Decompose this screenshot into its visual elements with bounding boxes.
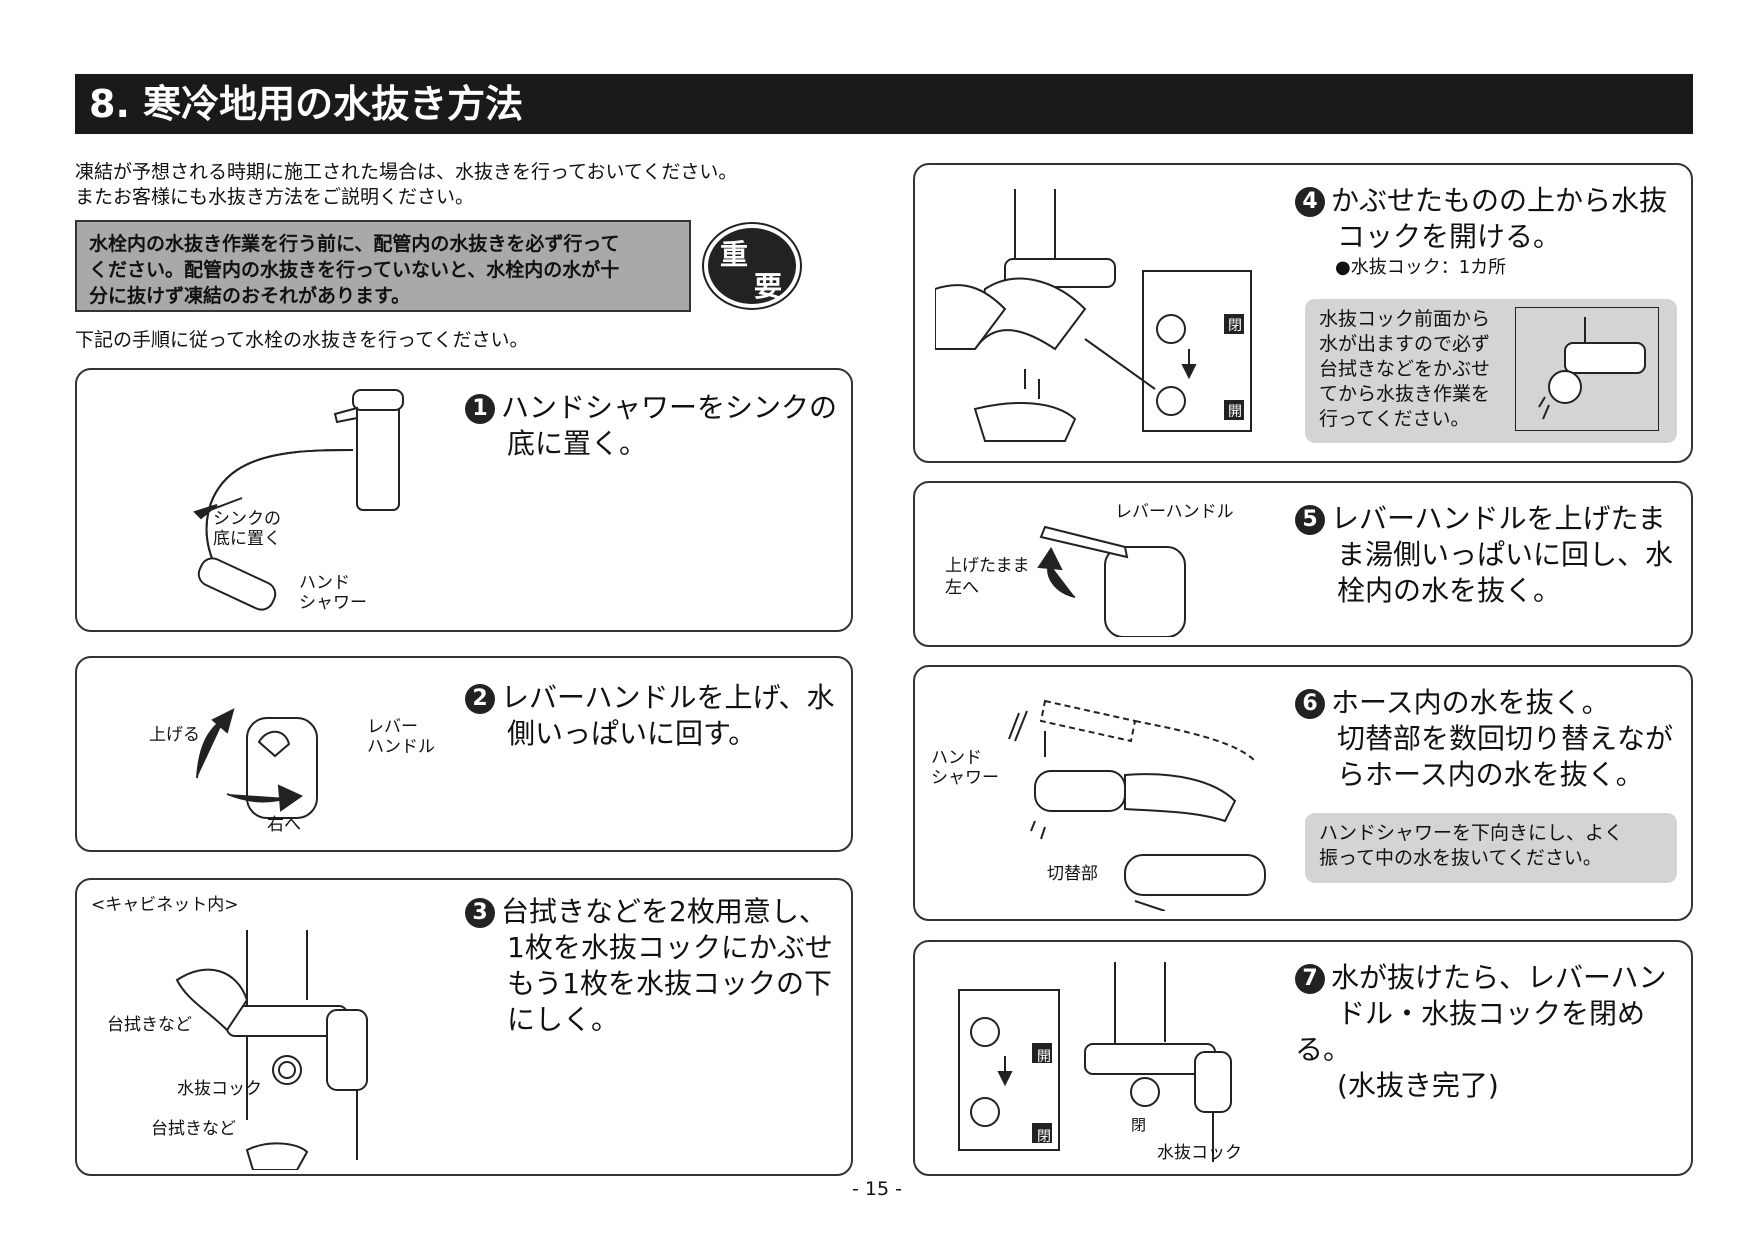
step-4-subnote: ●水抜コック：1カ所 (1335, 257, 1507, 278)
caption-cabinet: <キャビネット内> (91, 895, 239, 915)
note-line: 行ってください。 (1319, 408, 1470, 430)
step-line: 栓内の水を抜く。 (1337, 574, 1562, 607)
badge-char-bottom: 要 (754, 270, 782, 303)
caption-lever: ハンドル (367, 737, 435, 757)
step-line: かぶせたものの上から水抜 (1331, 184, 1668, 217)
intro-line: またお客様にも水抜き方法をご説明ください。 (75, 186, 475, 208)
page-number: - 15 - (852, 1178, 902, 1200)
step-line: らホース内の水を抜く。 (1337, 758, 1644, 791)
cock-close-illustration (958, 962, 1232, 1162)
caption-sink: 底に置く (213, 529, 281, 549)
warning-box: 水栓内の水抜き作業を行う前に、配管内の水抜きを必ず行って ください。配管内の水抜… (75, 220, 691, 312)
instruction-text: 下記の手順に従って水栓の水抜きを行ってください。 (75, 329, 529, 351)
step-number: 5 (1295, 505, 1325, 535)
step-number: 3 (465, 898, 495, 928)
open-label: 開 (1037, 1049, 1051, 1065)
step-number: 6 (1295, 689, 1325, 719)
step-number: 1 (465, 394, 495, 424)
lever-hot-illustration (1037, 525, 1186, 637)
caption-right: 右へ (267, 815, 301, 835)
step-line: ハンドシャワーをシンクの (501, 391, 838, 424)
note-line: 水が出ますので必ず (1319, 333, 1491, 355)
cock-water-illustration (1515, 307, 1659, 431)
warning-line: 水栓内の水抜き作業を行う前に、配管内の水抜きを必ず行って (89, 233, 620, 255)
step-line: にしく。 (507, 1003, 620, 1036)
caption-cock: 水抜コック (1157, 1143, 1242, 1163)
note-line: 水抜コック前面から (1319, 308, 1491, 330)
step-line: 切替部を数回切り替えなが (1337, 722, 1674, 755)
caption-hand-shower: シャワー (299, 593, 367, 613)
caption-sink: シンクの (213, 509, 281, 529)
caption-up: 上げたまま (945, 556, 1030, 576)
note-line: ハンドシャワーを下向きにし、よく (1319, 822, 1624, 844)
step-4-note: 水抜コック前面から 水が出ますので必ず 台拭きなどをかぶせ てから水抜き作業を … (1305, 299, 1677, 443)
intro-line: 凍結が予想される時期に施工された場合は、水抜きを行っておいてください。 (75, 161, 738, 183)
caption-lever: レバー (367, 717, 418, 737)
caption-switch: 切替部 (1047, 864, 1098, 884)
closed-label: 閉 (1131, 1116, 1147, 1134)
step-line: 水が抜けたら、レバーハン (1331, 961, 1667, 994)
caption-hand-shower: ハンド (299, 573, 350, 593)
title-bar: 8. 寒冷地用の水抜き方法 (75, 74, 1693, 134)
step-line: 1枚を水抜コックにかぶせ (507, 931, 833, 964)
caption-cloth: 台拭きなど (107, 1015, 192, 1035)
closed-label: 閉 (1228, 318, 1242, 334)
step-number: 4 (1295, 187, 1325, 217)
open-label: 開 (1228, 404, 1242, 420)
caption-cock: 水抜コック (177, 1079, 262, 1099)
caption-lever: レバーハンドル (1115, 502, 1234, 522)
step-line: レバーハンドルを上げたま (1331, 502, 1666, 535)
step-6-note: ハンドシャワーを下向きにし、よく 振って中の水を抜いてください。 (1305, 813, 1677, 883)
page-title: 8. 寒冷地用の水抜き方法 (89, 82, 524, 126)
caption-hand-shower: シャワー (931, 768, 999, 788)
cabinet-illustration (175, 930, 368, 1170)
caption-up: 上げる (149, 725, 200, 745)
step-line: ドル・水抜コックを閉める。 (1295, 997, 1646, 1066)
step-number: 7 (1295, 964, 1325, 994)
caption-hand-shower: ハンド (931, 748, 982, 768)
caption-left: 左へ (945, 578, 979, 598)
warning-line: ください。配管内の水抜きを行っていないと、水栓内の水が十 (89, 259, 620, 281)
note-line: 台拭きなどをかぶせ (1319, 358, 1491, 380)
warning-line: 分に抜けず凍結のおそれがあります。 (89, 285, 411, 307)
step-number: 2 (465, 684, 495, 714)
step-line: もう1枚を水抜コックの下 (507, 967, 832, 1000)
intro-text: 凍結が予想される時期に施工された場合は、水抜きを行っておいてください。 またお客… (75, 160, 737, 210)
step-line: (水抜き完了) (1337, 1069, 1499, 1102)
cock-open-illustration (935, 189, 1252, 442)
step-line: 側いっぱいに回す。 (507, 717, 757, 750)
hose-illustration (1008, 699, 1266, 911)
step-line: 底に置く。 (507, 427, 648, 460)
step-line: ホース内の水を抜く。 (1331, 686, 1610, 719)
faucet-illustration (193, 389, 404, 611)
step-line: ま湯側いっぱいに回し、水 (1337, 538, 1674, 571)
badge-char-top: 重 (720, 238, 748, 271)
step-line: 台拭きなどを2枚用意し、 (501, 895, 827, 928)
step-line: レバーハンドルを上げ、水 (501, 681, 835, 714)
closed-label: 閉 (1037, 1129, 1051, 1145)
note-line: てから水抜き作業を (1319, 383, 1491, 405)
caption-cloth: 台拭きなど (151, 1119, 236, 1139)
note-line: 振って中の水を抜いてください。 (1319, 847, 1602, 869)
step-line: コックを開ける。 (1337, 220, 1562, 253)
lever-illustration (196, 708, 318, 819)
important-badge: 重 要 (702, 222, 802, 310)
